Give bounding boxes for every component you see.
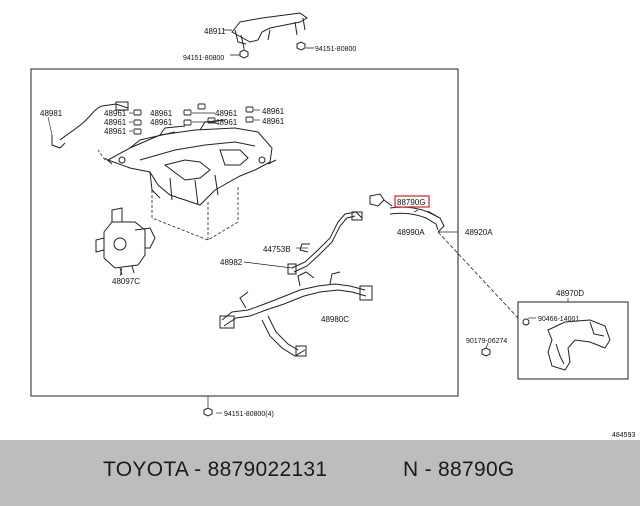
parts-diagram: 48911 94151-80800 94151-80800 48981 4896… <box>30 12 635 439</box>
footer-part-number: TOYOTA - 8879022131 <box>103 458 328 481</box>
bracket-48911-drawing <box>231 12 308 49</box>
label-48980c: 48980C <box>321 315 349 324</box>
harness-48980c-drawing <box>219 271 373 357</box>
label-94151-bottom: 94151-80800(4) <box>224 411 274 418</box>
label-44753b: 44753B <box>263 245 291 254</box>
label-48961-c: 48961 <box>104 127 127 136</box>
subassembly-frame <box>517 301 629 380</box>
label-48961-a: 48961 <box>104 109 127 118</box>
label-48961-e: 48961 <box>150 118 173 127</box>
label-90179: 90179-06274 <box>466 338 507 345</box>
footer-bar: TOYOTA - 8879022131 N - 88790G <box>0 440 640 506</box>
label-48911: 48911 <box>204 27 226 36</box>
label-48961-h: 48961 <box>262 107 285 116</box>
leader-lines <box>119 109 569 414</box>
label-88790g: 88790G <box>397 198 425 207</box>
label-48981: 48981 <box>40 109 63 118</box>
label-48961-d: 48961 <box>150 109 173 118</box>
label-48990a: 48990A <box>397 228 425 237</box>
bolt-icon <box>239 41 306 59</box>
footer-item-number: N - 88790G <box>403 458 515 481</box>
label-48961-g: 48961 <box>215 118 238 127</box>
label-48982: 48982 <box>220 258 243 267</box>
label-48920a: 48920A <box>465 228 493 237</box>
label-48961-f: 48961 <box>215 109 238 118</box>
label-90466: 90466-14001 <box>538 316 579 323</box>
link-dashed-line <box>437 231 519 319</box>
harness-48982-drawing <box>287 211 363 275</box>
guide-lines <box>97 149 239 241</box>
label-94151-left: 94151-80800 <box>183 55 224 62</box>
main-assembly-frame <box>30 68 459 397</box>
grommet-icon <box>133 103 254 135</box>
highlight-box <box>394 195 430 208</box>
label-48961-i: 48961 <box>262 117 285 126</box>
hose-48970d-drawing <box>522 318 611 371</box>
label-94151-right: 94151-80800 <box>315 46 356 53</box>
bolt-icon <box>203 347 491 417</box>
actuator-assembly-drawing <box>104 119 277 206</box>
diagram-ref-number: 484593 <box>612 432 635 439</box>
label-48097c: 48097C <box>112 277 140 286</box>
label-48961-b: 48961 <box>104 118 127 127</box>
label-48970d: 48970D <box>556 289 584 298</box>
sensor-48981-drawing <box>51 101 129 149</box>
pump-48097c-drawing <box>95 207 156 276</box>
